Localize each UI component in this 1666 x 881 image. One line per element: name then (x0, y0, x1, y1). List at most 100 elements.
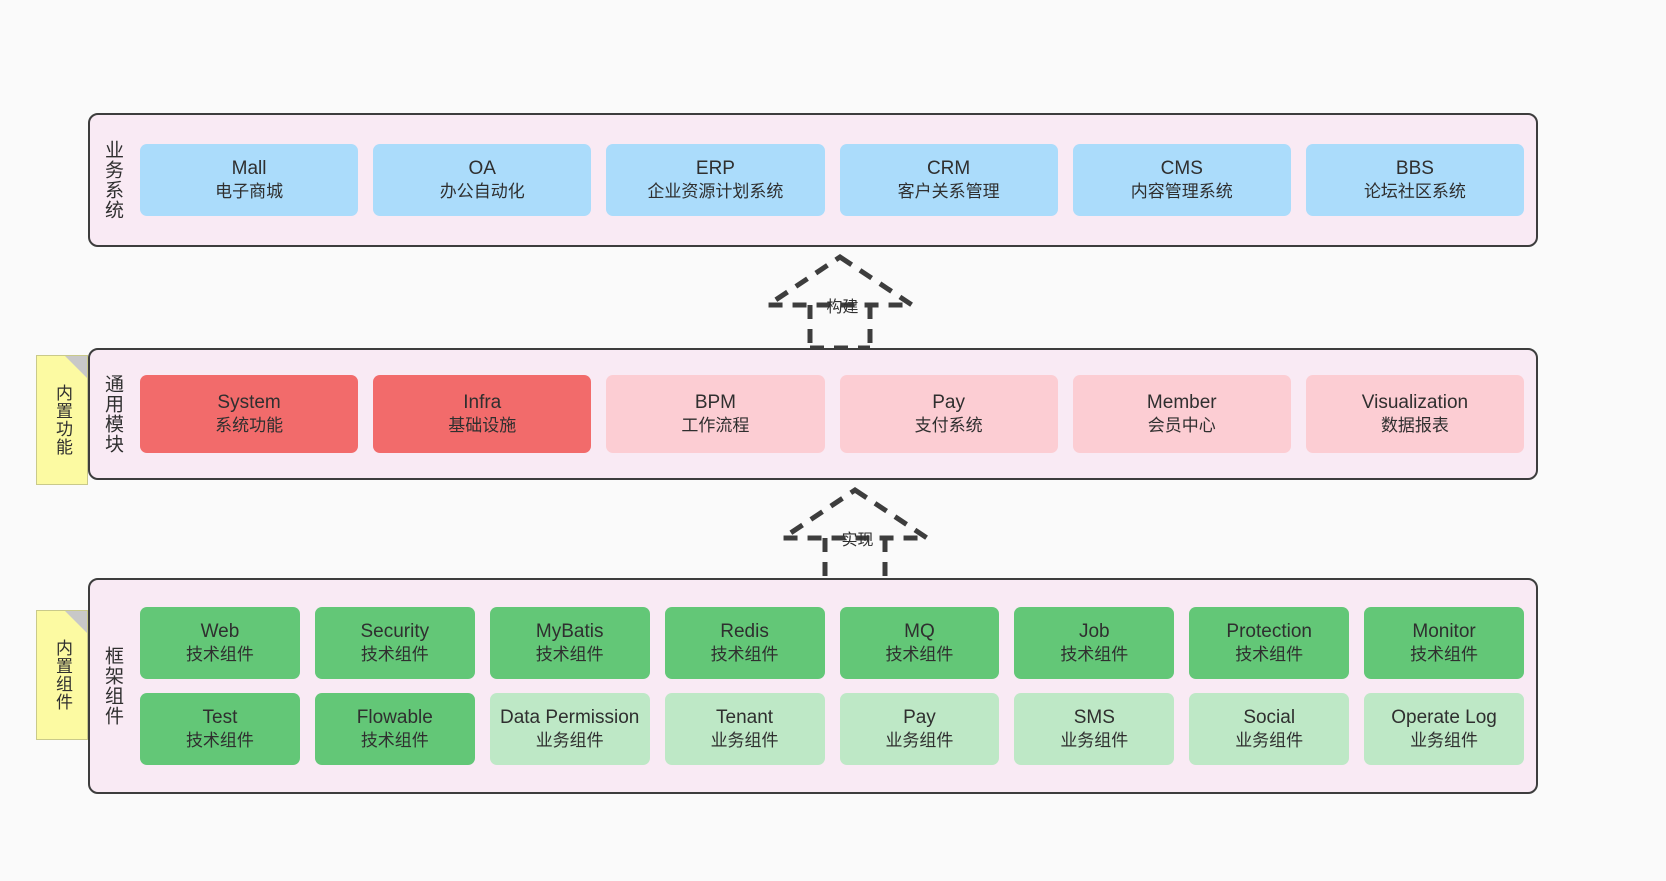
generalization-arrow-implement: 实现 (774, 486, 936, 584)
node-system[interactable]: System 系统功能 (140, 375, 359, 453)
node-title: System (217, 391, 281, 413)
node-bbs[interactable]: BBS 论坛社区系统 (1305, 144, 1525, 216)
node-test[interactable]: Test 技术组件 (140, 693, 300, 765)
node-title: SMS (1073, 706, 1115, 728)
node-mq[interactable]: MQ 技术组件 (839, 607, 1000, 679)
node-title: Pay (932, 391, 965, 413)
node-sms[interactable]: SMS 业务组件 (1014, 693, 1175, 765)
node-oa[interactable]: OA 办公自动化 (373, 144, 592, 216)
node-subtitle: 业务组件 (710, 731, 779, 751)
note-fold-corner-icon (65, 356, 87, 378)
node-title: BPM (694, 391, 737, 413)
node-title: Flowable (356, 706, 433, 728)
node-erp[interactable]: ERP 企业资源计划系统 (606, 144, 825, 216)
node-social[interactable]: Social 业务组件 (1189, 693, 1350, 765)
node-title: Test (202, 706, 238, 728)
node-monitor[interactable]: Monitor 技术组件 (1364, 607, 1524, 679)
node-mybatis[interactable]: MyBatis 技术组件 (489, 607, 650, 679)
node-web[interactable]: Web 技术组件 (140, 607, 300, 679)
node-protection[interactable]: Protection 技术组件 (1189, 607, 1350, 679)
node-tenant[interactable]: Tenant 业务组件 (664, 693, 825, 765)
node-subtitle: 业务组件 (1235, 731, 1304, 751)
node-crm[interactable]: CRM 客户关系管理 (839, 144, 1058, 216)
node-subtitle: 技术组件 (1235, 645, 1304, 665)
node-data-permission[interactable]: Data Permission 业务组件 (489, 693, 650, 765)
note-builtin-component: 内置组件 (36, 610, 88, 740)
layer-title-framework: 框架组件 (102, 646, 124, 726)
node-title: CRM (926, 157, 971, 179)
layer-framework-components: 框架组件 Web 技术组件 Security 技术组件 MyBatis 技术组件… (88, 578, 1538, 794)
node-title: Tenant (716, 706, 774, 728)
node-subtitle: 支付系统 (914, 416, 983, 436)
node-security[interactable]: Security 技术组件 (314, 607, 475, 679)
node-title: Web (200, 620, 240, 642)
node-infra[interactable]: Infra 基础设施 (373, 375, 592, 453)
node-title: ERP (695, 157, 735, 179)
node-subtitle: 业务组件 (1060, 731, 1129, 751)
node-title: Redis (720, 620, 769, 642)
node-subtitle: 技术组件 (710, 645, 779, 665)
node-member[interactable]: Member 会员中心 (1072, 375, 1291, 453)
node-subtitle: 技术组件 (360, 731, 429, 751)
layer-row: System 系统功能 Infra 基础设施 BPM 工作流程 Pay 支付系统… (140, 375, 1525, 453)
node-title: Visualization (1361, 391, 1469, 413)
node-subtitle: 电子商城 (215, 182, 284, 202)
arrow-label-build: 构建 (826, 299, 859, 316)
note-label: 内置功能 (53, 384, 73, 456)
layer-title-modules: 通用模块 (102, 374, 124, 454)
node-subtitle: 业务组件 (1410, 731, 1479, 751)
node-bpm[interactable]: BPM 工作流程 (606, 375, 825, 453)
node-subtitle: 论坛社区系统 (1363, 182, 1466, 202)
node-cms[interactable]: CMS 内容管理系统 (1072, 144, 1291, 216)
note-fold-corner-icon (65, 611, 87, 633)
node-subtitle: 技术组件 (885, 645, 954, 665)
node-title: Infra (463, 391, 502, 413)
node-subtitle: 技术组件 (1060, 645, 1129, 665)
layer-body-business: Mall 电子商城 OA 办公自动化 ERP 企业资源计划系统 CRM 客户关系… (134, 115, 1536, 245)
node-subtitle: 会员中心 (1147, 416, 1216, 436)
node-subtitle: 基础设施 (448, 416, 517, 436)
node-title: Monitor (1412, 620, 1476, 642)
node-subtitle: 业务组件 (535, 731, 604, 751)
layer-title-business: 业务系统 (102, 140, 124, 220)
node-subtitle: 内容管理系统 (1130, 182, 1233, 202)
node-title: MQ (904, 620, 935, 642)
node-title: Job (1078, 620, 1110, 642)
node-pay-business[interactable]: Pay 业务组件 (839, 693, 1000, 765)
layer-row: Mall 电子商城 OA 办公自动化 ERP 企业资源计划系统 CRM 客户关系… (140, 144, 1525, 216)
node-mall[interactable]: Mall 电子商城 (140, 144, 359, 216)
layer-row: Test 技术组件 Flowable 技术组件 Data Permission … (140, 693, 1524, 765)
node-subtitle: 数据报表 (1380, 416, 1449, 436)
arrow-head-triangle (759, 253, 921, 308)
layer-row: Web 技术组件 Security 技术组件 MyBatis 技术组件 Redi… (140, 607, 1524, 679)
layer-body-framework: Web 技术组件 Security 技术组件 MyBatis 技术组件 Redi… (134, 580, 1536, 792)
node-subtitle: 技术组件 (185, 645, 254, 665)
node-visualization[interactable]: Visualization 数据报表 (1305, 375, 1525, 453)
node-title: BBS (1395, 157, 1434, 179)
node-title: Operate Log (1391, 706, 1497, 728)
node-title: Pay (903, 706, 936, 728)
node-title: CMS (1160, 157, 1203, 179)
note-label: 内置组件 (53, 639, 73, 711)
layer-common-modules: 通用模块 System 系统功能 Infra 基础设施 BPM 工作流程 Pay… (88, 348, 1538, 480)
node-subtitle: 工作流程 (681, 416, 750, 436)
node-subtitle: 企业资源计划系统 (647, 182, 784, 202)
node-job[interactable]: Job 技术组件 (1014, 607, 1175, 679)
node-pay[interactable]: Pay 支付系统 (839, 375, 1058, 453)
node-operate-log[interactable]: Operate Log 业务组件 (1364, 693, 1524, 765)
node-subtitle: 技术组件 (185, 731, 254, 751)
node-title: Social (1243, 706, 1296, 728)
layer-body-modules: System 系统功能 Infra 基础设施 BPM 工作流程 Pay 支付系统… (134, 350, 1536, 478)
node-title: Data Permission (499, 706, 640, 728)
node-subtitle: 技术组件 (1410, 645, 1479, 665)
node-subtitle: 业务组件 (885, 731, 954, 751)
node-subtitle: 系统功能 (215, 416, 284, 436)
node-flowable[interactable]: Flowable 技术组件 (314, 693, 475, 765)
node-title: Security (360, 620, 430, 642)
node-title: OA (468, 157, 496, 179)
note-builtin-function: 内置功能 (36, 355, 88, 485)
node-subtitle: 办公自动化 (439, 182, 525, 202)
arrow-head-triangle (774, 486, 936, 541)
node-redis[interactable]: Redis 技术组件 (664, 607, 825, 679)
node-title: MyBatis (535, 620, 604, 642)
